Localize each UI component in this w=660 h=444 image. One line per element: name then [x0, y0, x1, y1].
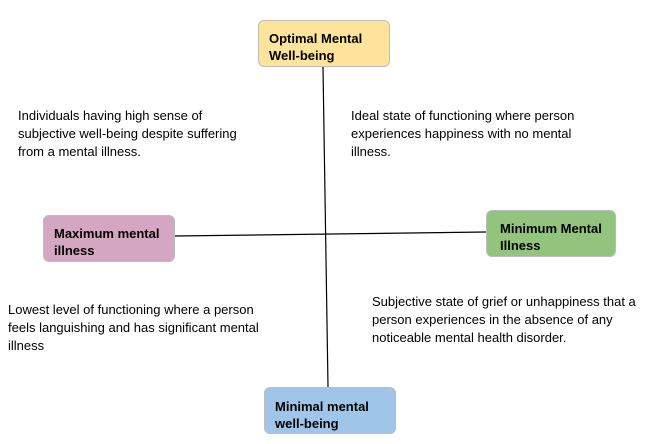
node-minimum-mental-illness: Minimum Mental Illness	[486, 210, 616, 257]
node-minimal-wellbeing: Minimal mental well-being	[264, 387, 396, 434]
quadrant-top-left-description: Individuals having high sense of subject…	[18, 108, 237, 159]
quadrant-top-right-description: Ideal state of functioning where person …	[351, 108, 575, 159]
quadrant-bottom-right-description: Subjective state of grief or unhappiness…	[372, 294, 636, 345]
node-optimal-wellbeing: Optimal Mental Well-being	[258, 20, 390, 67]
vertical-axis	[322, 66, 329, 388]
node-maximum-mental-illness: Maximum mental illness	[43, 215, 175, 262]
horizontal-axis	[174, 231, 487, 237]
quadrant-bottom-left-description: Lowest level of functioning where a pers…	[8, 302, 259, 353]
